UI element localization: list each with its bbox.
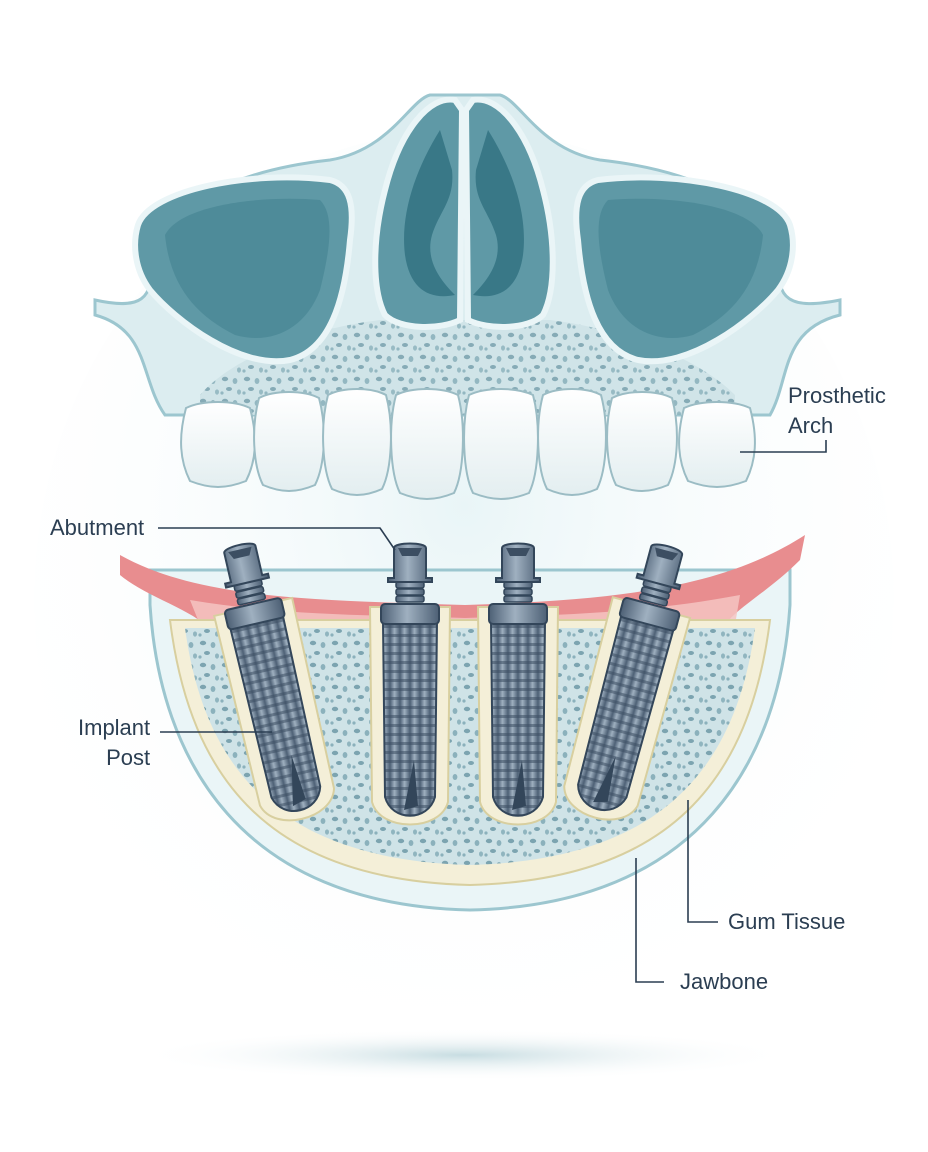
implant-1-apex-notch [291,755,306,807]
floor-shadow [134,1029,794,1081]
implant-3-post [489,621,547,817]
gum-tissue-light [190,595,740,625]
implant-2-abutment-top [398,548,422,556]
implant-3 [476,542,560,826]
implant-2 [368,542,452,826]
implant-3-apex-notch [512,760,526,810]
implant-4-abutment-ring [640,586,670,600]
implant-1-abutment-top [228,546,252,560]
left-sinus-inner [165,198,330,338]
turbinate-left [404,130,455,297]
leader-jawbone [635,858,664,983]
implant-4-abutment-ring [638,593,669,607]
implant-3-abutment-top [506,548,530,556]
leader-lines [158,440,827,983]
maxilla-bone [200,320,735,415]
turbinate-right [473,130,524,297]
tooth-1 [180,401,256,488]
implant-2-collar [380,603,440,625]
implant-1 [212,542,336,822]
tooth-2 [253,391,325,492]
implant-4 [563,543,692,821]
label-prosthetic-arch-line1: Prosthetic [788,383,886,408]
tooth-7 [606,391,678,492]
implant-4-collar [618,597,681,632]
implant-2-post [381,621,439,817]
label-implant-post-line1: Implant [78,715,151,740]
tooth-3 [322,388,392,496]
implant-1-post [228,614,322,813]
implant-3-abutment [495,542,541,583]
implant-3-abutment-ring [503,595,533,603]
label-prosthetic-arch-line2: Arch [788,413,834,438]
implant-1-abutment-ring [235,585,265,599]
label-jawbone: Jawbone [680,969,769,994]
leader-prosthetic-arch [740,440,827,453]
implant-2-abutment-ring [395,588,425,596]
right-sinus-inner [598,198,763,338]
label-prosthetic-arch: Prosthetic Arch [788,381,886,441]
tooth-8 [678,401,756,488]
leader-gum-tissue [687,800,718,923]
implants [212,542,692,826]
tooth-4 [390,388,464,500]
upper-skull [93,93,842,417]
tooth-6 [537,388,607,496]
implant-1-collar [223,597,286,631]
implant-4-abutment-top [655,547,679,561]
implant-3-abutment-ring [503,588,533,596]
leader-abutment [158,527,396,551]
implant-4-post [577,613,675,812]
prosthetic-arch [180,388,756,500]
tooth-5 [463,388,539,500]
implant-2-abutment-ring [395,595,425,603]
label-abutment: Abutment [50,515,145,540]
implant-3-collar [488,603,548,625]
label-implant-post: Implant Post [78,713,150,773]
label-gum-tissue: Gum Tissue [728,909,846,934]
implant-2-abutment [387,542,433,583]
label-implant-post-line2: Post [106,745,151,770]
implant-2-apex-notch [404,760,418,810]
implant-1-abutment-ring [236,592,266,606]
